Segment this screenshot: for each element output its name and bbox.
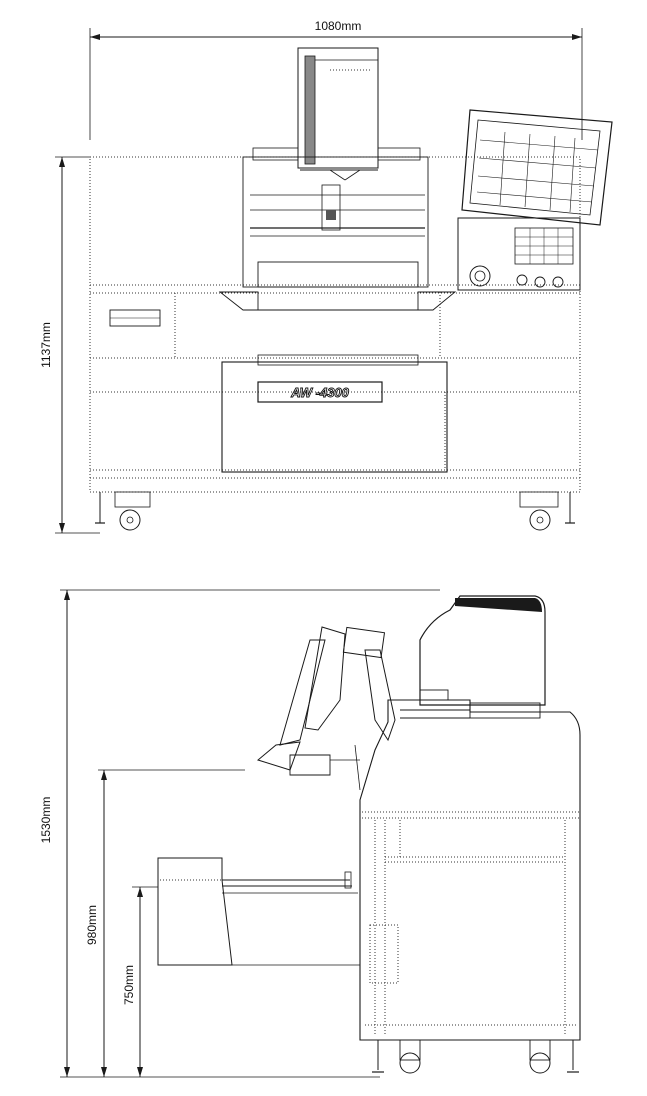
tray-height-dimension: 750mm: [122, 886, 158, 1077]
front-casters: [95, 491, 575, 531]
table-height-label: 980mm: [85, 905, 99, 945]
wire-spool-hood: [400, 595, 546, 719]
width-dimension: 1080mm: [89, 19, 583, 140]
arrow-left-icon: [90, 34, 100, 40]
model-badge-frame: [257, 381, 383, 403]
arrow-up-icon: [137, 887, 143, 897]
side-monitor: [256, 626, 396, 791]
front-height-dimension: 1137mm: [39, 156, 100, 534]
front-cabinet: [89, 156, 581, 493]
side-casters: [372, 1039, 579, 1074]
side-tray: [157, 857, 360, 966]
tray-height-label: 750mm: [122, 965, 136, 1005]
width-dimension-label: 1080mm: [315, 19, 362, 33]
arrow-down-icon: [101, 1067, 107, 1077]
machining-area: [218, 147, 457, 311]
arrow-up-icon: [101, 770, 107, 780]
wheel-icon: [529, 509, 551, 531]
model-badge: AW -4300: [290, 385, 350, 400]
side-view: 1530mm 980mm 750mm: [39, 589, 581, 1078]
arrow-up-icon: [64, 590, 70, 600]
table-height-dimension: 980mm: [85, 769, 245, 1077]
work-head: [297, 47, 379, 181]
button-icon: [516, 274, 528, 286]
total-height-dimension: 1530mm: [39, 589, 440, 1078]
arrow-down-icon: [64, 1067, 70, 1077]
monitor: [461, 109, 613, 226]
arrow-right-icon: [572, 34, 582, 40]
arrow-down-icon: [59, 523, 65, 533]
wheel-icon: [119, 509, 141, 531]
control-panel: [457, 109, 613, 291]
arrow-down-icon: [137, 1067, 143, 1077]
arrow-up-icon: [59, 157, 65, 167]
dial-icon: [469, 265, 491, 287]
side-body: [359, 699, 581, 1041]
front-height-label: 1137mm: [39, 322, 53, 368]
button-icon: [552, 276, 564, 288]
front-view: 1080mm 1137mm: [39, 19, 613, 534]
button-icon: [534, 276, 546, 288]
work-tank: AW -4300: [221, 354, 448, 473]
wheel-icon: [399, 1052, 421, 1074]
total-height-label: 1530mm: [39, 797, 53, 844]
wheel-icon: [529, 1052, 551, 1074]
